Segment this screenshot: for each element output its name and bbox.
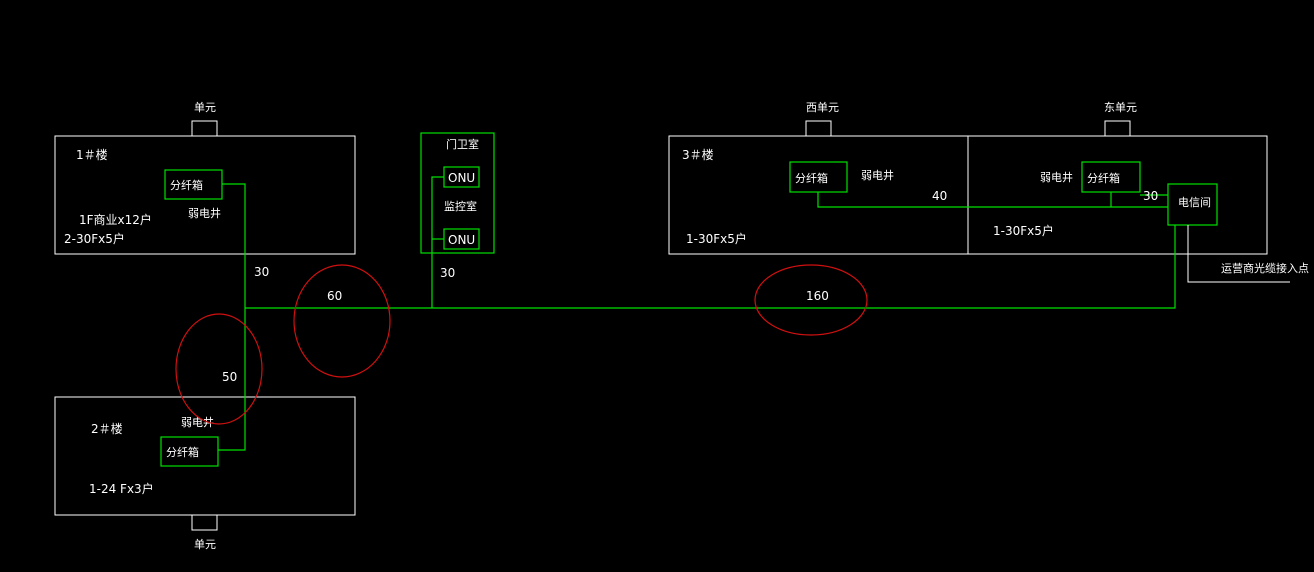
building-1-fiber-box-label: 分纤箱 <box>170 178 203 192</box>
building-3-west-info: 1-30Fx5户 <box>686 231 747 246</box>
building-3-east-info: 1-30Fx5户 <box>993 223 1054 238</box>
building-3-west-shaft-label: 弱电井 <box>861 168 894 182</box>
guard-monitor-block: 门卫室 ONU 监控室 ONU <box>420 132 495 308</box>
building-1-unit-entrance <box>191 120 218 137</box>
onu-2-label: ONU <box>448 233 475 247</box>
monitor-room-label: 监控室 <box>444 199 477 213</box>
building-3-east-fiber-box-label: 分纤箱 <box>1087 171 1120 185</box>
guard-fiber-link <box>431 176 444 308</box>
operator-entry-label: 运营商光缆接入点 <box>1221 261 1309 275</box>
building-2-unit-entrance <box>191 514 218 531</box>
guard-room-label: 门卫室 <box>446 137 479 151</box>
telecom-room-box <box>1167 183 1218 226</box>
fiber-trunk-to-telecom <box>245 225 1176 309</box>
building-3-east-unit-label: 东单元 <box>1104 101 1137 114</box>
operator-entry-leader <box>1187 225 1290 283</box>
highlight-ellipse-160 <box>754 264 868 336</box>
highlight-ellipse-50 <box>175 313 263 425</box>
cable-count-segment-50: 50 <box>222 370 237 384</box>
building-3-west-unit-entrance <box>805 120 832 137</box>
building-1-info-commercial: 1F商业x12户 <box>79 212 152 227</box>
building-1: 单元 1＃楼 分纤箱 弱电井 1F商业x12户 2-30Fx5户 <box>54 101 356 255</box>
cable-count-b3-west: 40 <box>932 189 947 203</box>
building-2-fiber-box-label: 分纤箱 <box>166 445 199 459</box>
building-2-info: 1-24 Fx3户 <box>89 481 154 496</box>
building-3: 西单元 东单元 3＃楼 分纤箱 弱电井 弱电井 分纤箱 电信间 1-30Fx5户… <box>668 101 1268 255</box>
building-1-info-residential: 2-30Fx5户 <box>64 231 125 246</box>
cable-count-segment-160: 160 <box>806 289 829 303</box>
building-1-unit-label: 单元 <box>194 101 216 114</box>
guard-monitor-outline <box>420 132 495 254</box>
building-1-shaft-label: 弱电井 <box>188 206 221 220</box>
operator-entry: 运营商光缆接入点 <box>1187 225 1309 283</box>
building-2: 单元 2＃楼 弱电井 分纤箱 1-24 Fx3户 <box>54 396 356 551</box>
telecom-room-label: 电信间 <box>1178 196 1211 209</box>
building-2-unit-label: 单元 <box>194 538 216 551</box>
main-fiber-trunk <box>218 183 1176 451</box>
building-2-shaft-label: 弱电井 <box>181 415 214 429</box>
building-3-east-unit-entrance <box>1104 120 1131 137</box>
building-2-name: 2＃楼 <box>91 421 123 436</box>
onu-1-label: ONU <box>448 171 475 185</box>
cable-count-guard: 30 <box>440 266 455 280</box>
building-3-west-fiber-box-label: 分纤箱 <box>795 171 828 185</box>
fiber-b1-b2-riser <box>218 183 246 451</box>
cable-count-segment-60: 60 <box>327 289 342 303</box>
building-3-west-fiber-link <box>817 192 1168 208</box>
cable-count-b3-east: 30 <box>1143 189 1158 203</box>
building-2-outline <box>54 396 356 516</box>
building-2-fiber-box <box>160 436 219 467</box>
building-3-west-unit-label: 西单元 <box>806 101 839 114</box>
highlight-ellipse-60 <box>293 264 391 378</box>
building-3-name: 3＃楼 <box>682 147 714 162</box>
building-3-east-shaft-label: 弱电井 <box>1040 170 1073 184</box>
building-1-name: 1＃楼 <box>76 147 108 162</box>
cable-count-b1: 30 <box>254 265 269 279</box>
